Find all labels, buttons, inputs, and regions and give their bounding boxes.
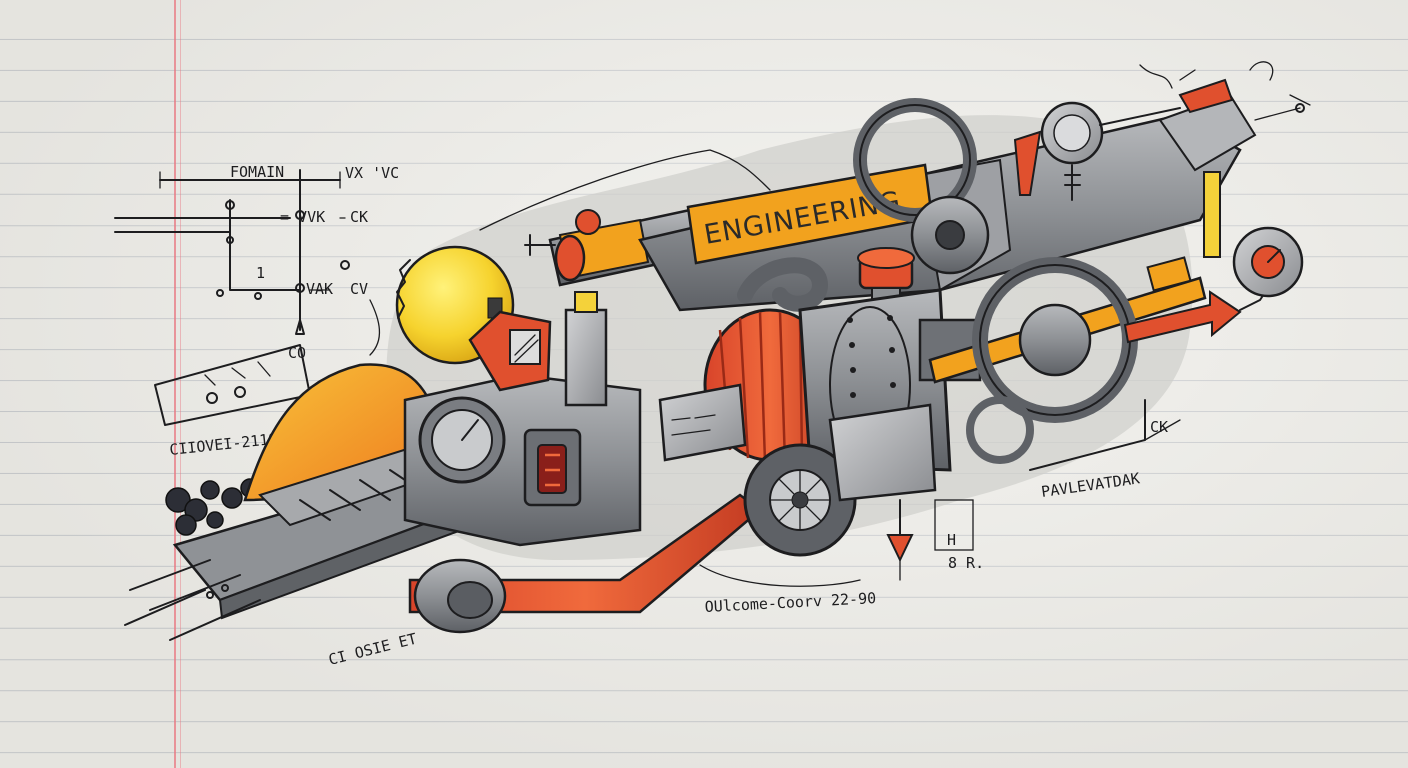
schematic-row1-side: CK [350,208,368,226]
top-gauge [1013,61,1311,201]
small-box-label: H [947,531,956,549]
margin-line-secondary [180,0,181,768]
margin-line [174,0,176,768]
schematic-row2-side: CV [350,280,368,298]
right-wheel [966,257,1138,464]
sketch-curve [479,149,771,231]
right-tag: CK [1150,418,1168,436]
right-caption: PAVLEVATDAK [1040,469,1141,501]
yellow-ruler [1203,171,1221,258]
sketch-hook [369,299,381,356]
schematic-top-label: FOMAIN [230,163,284,181]
small-text: 8 R. [948,554,984,572]
center-post [468,291,608,407]
bottom-left-caption: CI OSIE ET [327,630,419,669]
plumb-bob [886,499,914,581]
top-wheel [853,98,990,275]
right-dial [1232,226,1304,298]
schematic-diagram: FOMAIN VX 'VC = VVK CK VAK CV 1 CO [114,163,399,426]
schematic-row1-label: = VVK [280,208,325,226]
leader-line [699,564,861,587]
lower-wheel [743,403,937,557]
schematic-corner-label: VX 'VC [345,164,399,182]
speed-lines [124,559,261,641]
scroll-bracket [737,257,829,312]
bottom-center-caption: OUlcome-Coorv 22-90 [704,589,876,616]
base-plate [172,443,478,620]
schematic-row2-label: VAK [306,280,333,298]
schematic-number: 1 [256,264,265,282]
